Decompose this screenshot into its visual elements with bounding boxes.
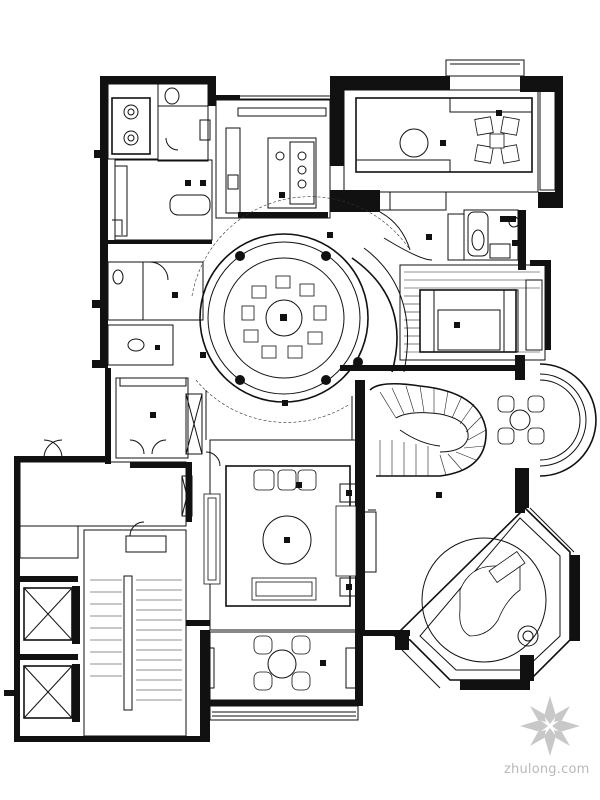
- watermark-text: zhulong.com: [504, 762, 590, 777]
- living-armchairs: [253, 469, 317, 491]
- terrace-table-set: [497, 395, 545, 445]
- bath-suite: [447, 209, 520, 261]
- bath-utility-left: [107, 261, 204, 459]
- grand-piano: [459, 550, 539, 647]
- elevator-2: [20, 654, 80, 722]
- lounge-chairs: [474, 116, 520, 164]
- rotunda-dining: [191, 196, 411, 423]
- spiral-treads: [379, 385, 487, 476]
- floor-boards: [404, 271, 540, 353]
- living-room: [181, 439, 361, 631]
- round-terrace: [436, 363, 597, 498]
- bedroom: [399, 264, 546, 361]
- stair-elevator-core: [19, 439, 187, 737]
- octagon-room: [393, 506, 579, 689]
- spiral-staircase: [369, 382, 487, 477]
- kitchen-area: [100, 83, 213, 244]
- dining-chairs: [241, 275, 327, 359]
- breakfast-nook: [203, 631, 359, 721]
- zhulong-star-logo-icon: [520, 696, 580, 756]
- foyer: [185, 390, 353, 455]
- curved-passage: [351, 211, 433, 373]
- elevator-1: [20, 576, 80, 644]
- window-strips: [240, 63, 520, 630]
- stair-treads: [90, 579, 182, 701]
- servery-room: [215, 99, 331, 219]
- master-suite: [343, 59, 556, 211]
- octagon-windows: [401, 507, 579, 689]
